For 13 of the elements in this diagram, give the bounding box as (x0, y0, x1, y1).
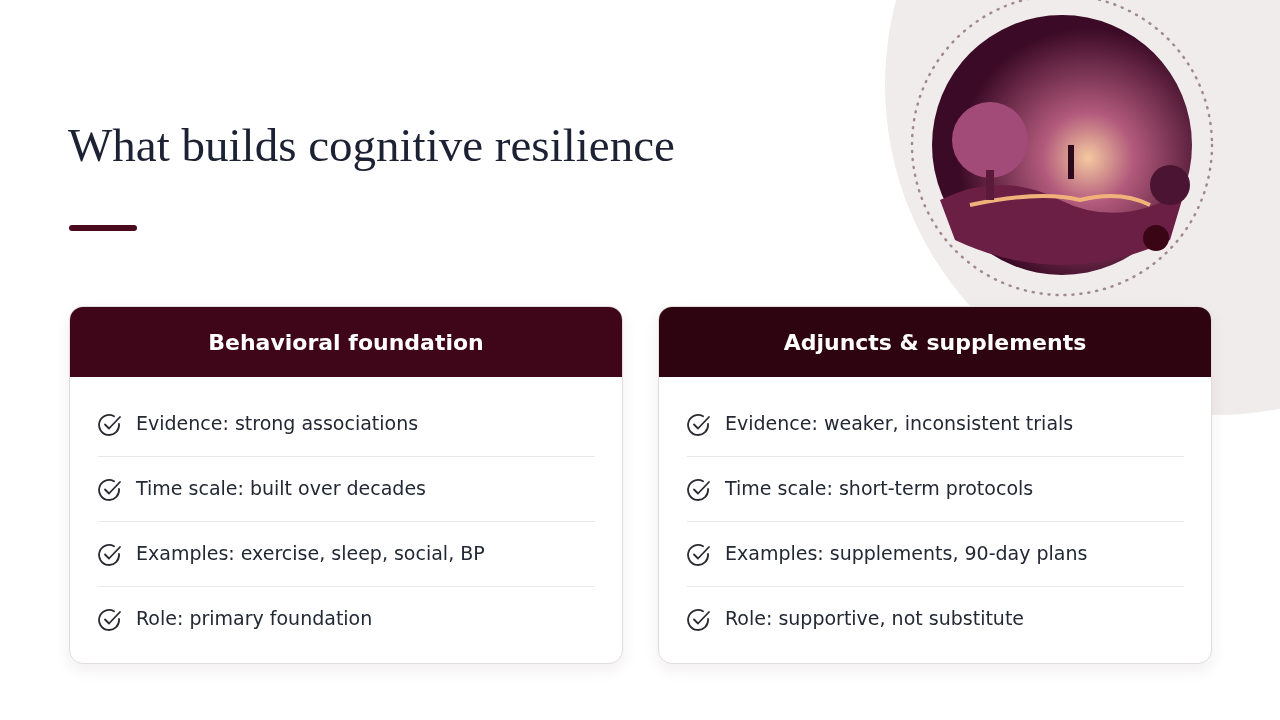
list-item-text: Time scale: short-term protocols (725, 477, 1034, 499)
list-item-text: Role: supportive, not substitute (725, 607, 1025, 629)
card (658, 306, 1212, 664)
list-item-text: Evidence: weaker, inconsistent trials (725, 412, 1074, 434)
list-item-text: Role: primary foundation (136, 607, 373, 629)
list-item-text: Evidence: strong associations (136, 412, 419, 434)
slide-title: What builds cognitive resilience (68, 118, 675, 172)
card (69, 306, 623, 664)
card-header: Adjuncts & supplements (659, 307, 1211, 377)
list-item-text: Examples: supplements, 90-day plans (725, 542, 1088, 564)
card-header: Behavioral foundation (70, 307, 622, 377)
list-item-text: Examples: exercise, sleep, social, BP (136, 542, 485, 564)
list-item-text: Time scale: built over decades (136, 477, 426, 499)
